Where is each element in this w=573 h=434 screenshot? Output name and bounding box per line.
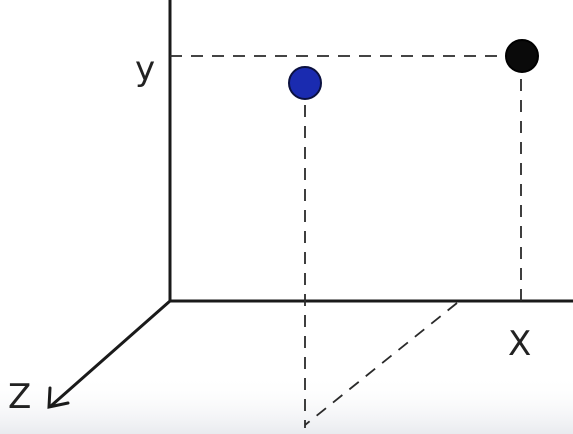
z-axis	[50, 299, 172, 407]
black-point	[505, 39, 539, 73]
blue-point	[288, 66, 322, 100]
z-axis-label: Z	[8, 377, 31, 417]
z-axis-arrowhead	[47, 386, 70, 409]
y-axis-label: y	[135, 49, 155, 89]
x-axis-label: X	[508, 324, 531, 364]
bottom-fade	[0, 375, 573, 434]
depth-projection-guide	[304, 302, 458, 426]
